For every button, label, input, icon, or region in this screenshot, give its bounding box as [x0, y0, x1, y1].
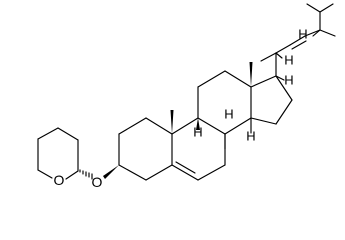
anomeric-hashed-bond: [79, 169, 93, 180]
h24-bond: [312, 29, 321, 37]
h14-label: H: [246, 129, 255, 144]
c3-oxygen-wedge: [103, 165, 119, 179]
h17-label: H: [284, 73, 293, 88]
c19-methyl-wedge: [170, 110, 174, 134]
ring-oxygen-label: O: [54, 172, 65, 188]
tetrahydropyran-ring: [37, 127, 79, 180]
steroid-ring-c: [197, 70, 252, 135]
side-chain: [260, 3, 336, 77]
c5-c6-double-bond: [175, 161, 196, 174]
h9-label: H: [193, 125, 202, 140]
h20-bond: [275, 52, 283, 59]
h24-label: H: [298, 27, 307, 42]
c18-methyl-wedge: [249, 62, 253, 87]
h9-bond: [196, 118, 200, 130]
stigmasterol-thp-ether-structure: H H H H H H O O: [37, 3, 336, 190]
steroid-ring-d: [250, 75, 293, 125]
h17-bond: [275, 75, 285, 81]
steroid-ring-a: [118, 117, 173, 181]
h20-label: H: [284, 53, 293, 68]
ether-oxygen-label: O: [92, 174, 103, 190]
h8-label: H: [224, 107, 233, 122]
c22-c23-double-bond: [289, 35, 306, 46]
